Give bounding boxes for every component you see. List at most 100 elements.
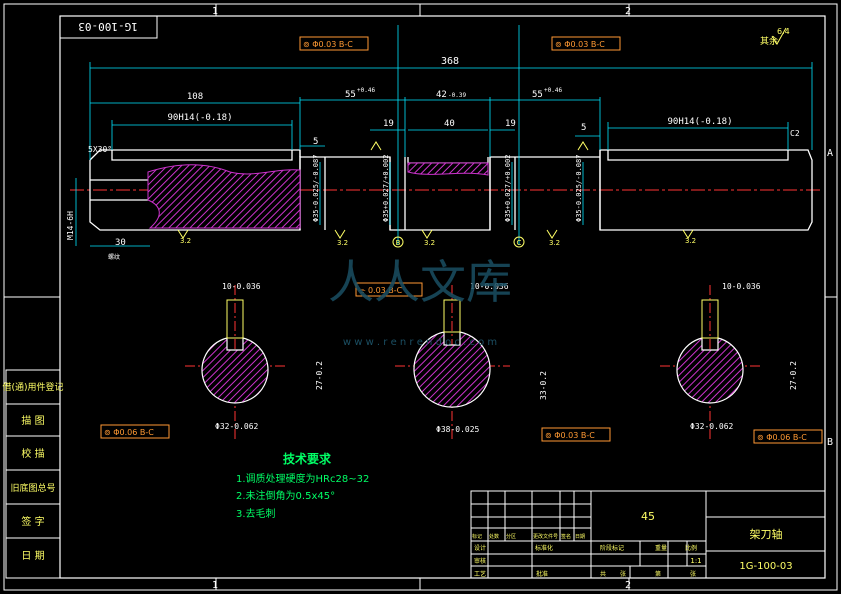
- zone-right-B: B: [827, 437, 833, 448]
- section-view-1: 10-0.036 27-0.2 Φ32-0.062: [185, 282, 324, 440]
- gdt-frames: ⊚ Φ0.03 B-C ⊚ Φ0.03 B-C ⌯ 0.03 B-C ⊚ Φ0.…: [100, 36, 823, 444]
- side-label-1: 借(通)用件登记: [2, 381, 63, 393]
- datum-b-circle: [392, 236, 404, 248]
- side-label-2: 描 图: [21, 414, 44, 427]
- dim-19b: 19: [505, 119, 516, 129]
- dim-5b: 5: [581, 123, 586, 133]
- roughness-value: 6.4: [777, 27, 790, 36]
- dim-5a: 5: [313, 137, 318, 147]
- tb-label-3: 分区: [506, 533, 516, 540]
- tb-label-1: 标记: [472, 533, 482, 540]
- dim-chamfer-right: C2: [790, 129, 800, 138]
- dim-42: 42: [436, 90, 447, 100]
- main-hatch: [147, 164, 301, 229]
- tb-mid-1: 设计: [474, 544, 486, 552]
- section2-key: 10-0.036: [470, 282, 509, 291]
- side-label-3: 校 描: [21, 447, 44, 460]
- rough-3: 3.2: [424, 239, 435, 247]
- side-label-6: 日 期: [21, 550, 44, 562]
- gdt-3: ⌯ 0.03 B-C: [359, 286, 403, 295]
- side-label-5: 签 字: [21, 515, 44, 528]
- rough-5: 3.2: [685, 237, 696, 245]
- zone-bottom-1: 1: [212, 580, 218, 591]
- dim-42-tol: -0.39: [448, 92, 466, 99]
- dim-dia2: Φ35+0.027/+0.002: [382, 155, 390, 222]
- datum-b: B: [396, 239, 401, 247]
- watermark-text: 人人文库: [328, 255, 512, 309]
- tb-mid-3: 阶段标记: [600, 544, 624, 552]
- tb-bottom-6: 第: [655, 570, 661, 578]
- tb-bottom-5: 张: [620, 570, 626, 578]
- dim-thread: M14-6H: [66, 211, 75, 240]
- gdt-6: ⊚ Φ0.06 B-C: [757, 433, 807, 442]
- tb-bottom-1: 审核: [474, 557, 486, 565]
- datum-c-circle: [513, 236, 525, 248]
- title-part-name: 架刀轴: [750, 527, 783, 541]
- gdt-2: ⊚ Φ0.03 B-C: [555, 40, 605, 49]
- tech-item-1: 1.调质处理硬度为HRc28~32: [236, 472, 369, 485]
- gdt-1: ⊚ Φ0.03 B-C: [303, 40, 353, 49]
- dim-chamfer-left: 5X30°: [88, 145, 112, 154]
- zone-top-2: 2: [625, 6, 631, 17]
- dim-slot-right: 90H14(-0.18): [667, 117, 732, 127]
- zone-bottom-2: 2: [625, 580, 631, 591]
- gdt-4: ⊚ Φ0.06 B-C: [104, 428, 154, 437]
- section2-depth: 33-0.2: [539, 371, 548, 400]
- rough-2: 3.2: [337, 239, 348, 247]
- dim-30: 30: [115, 238, 126, 248]
- dim-55b-tol: +0.46: [544, 87, 562, 94]
- dim-small-note: 螺纹: [108, 253, 120, 261]
- tb-bottom-2: 工艺: [474, 570, 486, 578]
- tb-mid-5: 比例: [685, 544, 697, 552]
- side-label-4: 旧底图总号: [10, 482, 55, 494]
- tech-item-2: 2.未注倒角为0.5x45°: [236, 489, 335, 502]
- title-material: 45: [641, 510, 655, 523]
- tb-mid-2: 标准化: [535, 544, 553, 552]
- tech-item-3: 3.去毛刺: [236, 508, 276, 520]
- dim-dia3: Φ35+0.027/+0.002: [504, 155, 512, 222]
- dimension-lines: [75, 25, 813, 247]
- zone-right-A: A: [827, 148, 833, 159]
- zone-top-1: 1: [212, 6, 218, 17]
- tb-bottom-7: 张: [690, 570, 696, 578]
- dim-19a: 19: [383, 119, 394, 129]
- section2-dia: Φ38-0.025: [436, 425, 480, 434]
- drawing-number-top: 1G-100-03: [78, 20, 138, 33]
- dim-55b: 55: [532, 90, 543, 100]
- tb-label-6: 日期: [575, 534, 585, 540]
- section3-dia: Φ32-0.062: [690, 422, 734, 431]
- tb-label-2: 处数: [489, 533, 499, 540]
- datum-c: C: [517, 239, 522, 247]
- section1-depth: 27-0.2: [315, 361, 324, 390]
- dim-55a-tol: +0.46: [357, 87, 375, 94]
- section-view-2: 10-0.036 33-0.2 Φ38-0.025: [395, 282, 548, 440]
- watermark-url: w w w . r e n r e n d o c . c o m: [343, 337, 497, 348]
- tb-label-5: 签名: [561, 533, 571, 540]
- tb-bottom-3: 批准: [536, 570, 548, 578]
- gdt-5: ⊚ Φ0.03 B-C: [545, 431, 595, 440]
- main-hatch-2: [407, 162, 489, 176]
- section1-dia: Φ32-0.062: [215, 422, 259, 431]
- title-block: [470, 490, 826, 579]
- dim-40: 40: [444, 119, 455, 129]
- rough-1: 3.2: [180, 237, 191, 245]
- section3-depth: 27-0.2: [789, 361, 798, 390]
- section1-key: 10-0.036: [222, 282, 261, 291]
- dim-dia4: Φ35-0.025/-0.087: [575, 155, 583, 222]
- tb-label-4: 更改文件号: [533, 533, 558, 540]
- section3-key: 10-0.036: [722, 282, 761, 291]
- title-scale: 1:1: [690, 557, 701, 565]
- dim-55a: 55: [345, 90, 356, 100]
- rough-4: 3.2: [549, 239, 560, 247]
- roughness-marks: [177, 141, 694, 239]
- tech-heading: 技术要求: [283, 451, 332, 466]
- title-drawing-number: 1G-100-03: [739, 561, 792, 572]
- tb-bottom-4: 共: [600, 570, 606, 578]
- dim-overall: 368: [441, 56, 459, 67]
- dim-left-len: 108: [187, 92, 203, 102]
- tb-mid-4: 重量: [655, 544, 667, 552]
- dim-dia1: Φ35-0.025/-0.087: [312, 155, 320, 222]
- side-column: 借(通)用件登记 描 图 校 描 旧底图总号 签 字 日 期: [2, 369, 64, 579]
